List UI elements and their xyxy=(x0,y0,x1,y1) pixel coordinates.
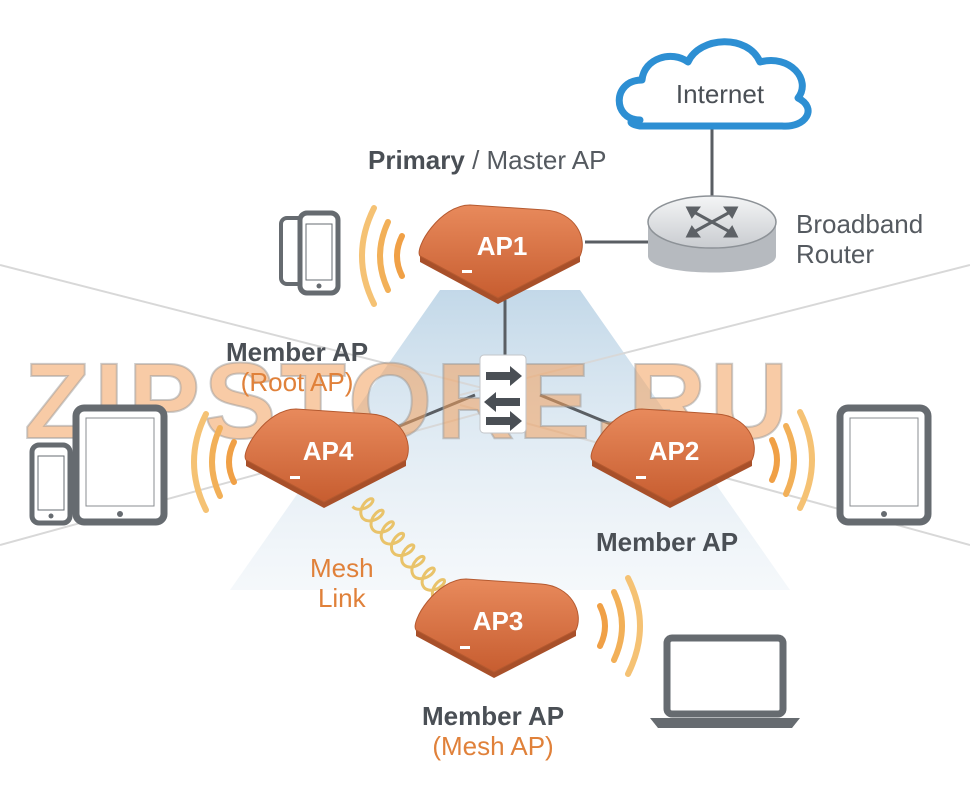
wifi-icon-ap3 xyxy=(597,575,643,677)
member-mesh-title: Member AP xyxy=(422,701,565,731)
router-icon xyxy=(647,195,777,273)
ap2-device: AP2 xyxy=(590,408,755,508)
wifi-icon-ap4 xyxy=(191,411,237,513)
switch-icon xyxy=(479,354,527,434)
internet-label: Internet xyxy=(676,79,765,109)
smartphone-icon xyxy=(279,210,341,296)
ap3-device: AP3 xyxy=(414,578,579,678)
member-mesh-sub: (Mesh AP) xyxy=(432,730,554,761)
internet-cloud-icon: Internet xyxy=(615,38,812,130)
ap3-label: AP3 xyxy=(473,606,524,636)
router-label-line1: Broadband xyxy=(796,209,924,239)
mesh-link-line2: Link xyxy=(317,582,366,613)
member-root-title: Member AP xyxy=(226,337,369,367)
router-label: Broadband Router xyxy=(796,209,924,270)
mesh-link-label: Mesh Link xyxy=(310,553,374,614)
tablet-icon xyxy=(72,404,168,526)
ap4-label: AP4 xyxy=(303,436,354,466)
member-ap2-label: Member AP xyxy=(596,527,739,557)
member-root-label: Member AP (Root AP) xyxy=(226,337,369,398)
ap1-label: AP1 xyxy=(477,231,528,261)
member-root-sub: (Root AP) xyxy=(240,366,354,397)
primary-label-rest: / Master AP xyxy=(464,145,607,175)
ap4-device: AP4 xyxy=(244,408,409,508)
primary-label-bold: Primary xyxy=(368,145,465,175)
ap1-device: AP1 xyxy=(418,204,583,304)
coverage-beam xyxy=(230,290,790,590)
ap2-label: AP2 xyxy=(649,436,700,466)
link-switch-ap4 xyxy=(389,393,476,432)
laptop-icon xyxy=(650,634,800,728)
wifi-icon-ap2 xyxy=(769,409,815,511)
member-mesh-label: Member AP (Mesh AP) xyxy=(422,701,565,762)
mesh-link-line1: Mesh xyxy=(310,553,374,583)
primary-master-label: Primary / Master AP xyxy=(368,145,607,176)
tablet-icon xyxy=(836,404,932,526)
router-label-line2: Router xyxy=(796,238,875,269)
mesh-link-coil xyxy=(351,497,457,612)
wifi-icon-ap1 xyxy=(359,205,405,307)
smartphone-icon xyxy=(29,442,73,526)
